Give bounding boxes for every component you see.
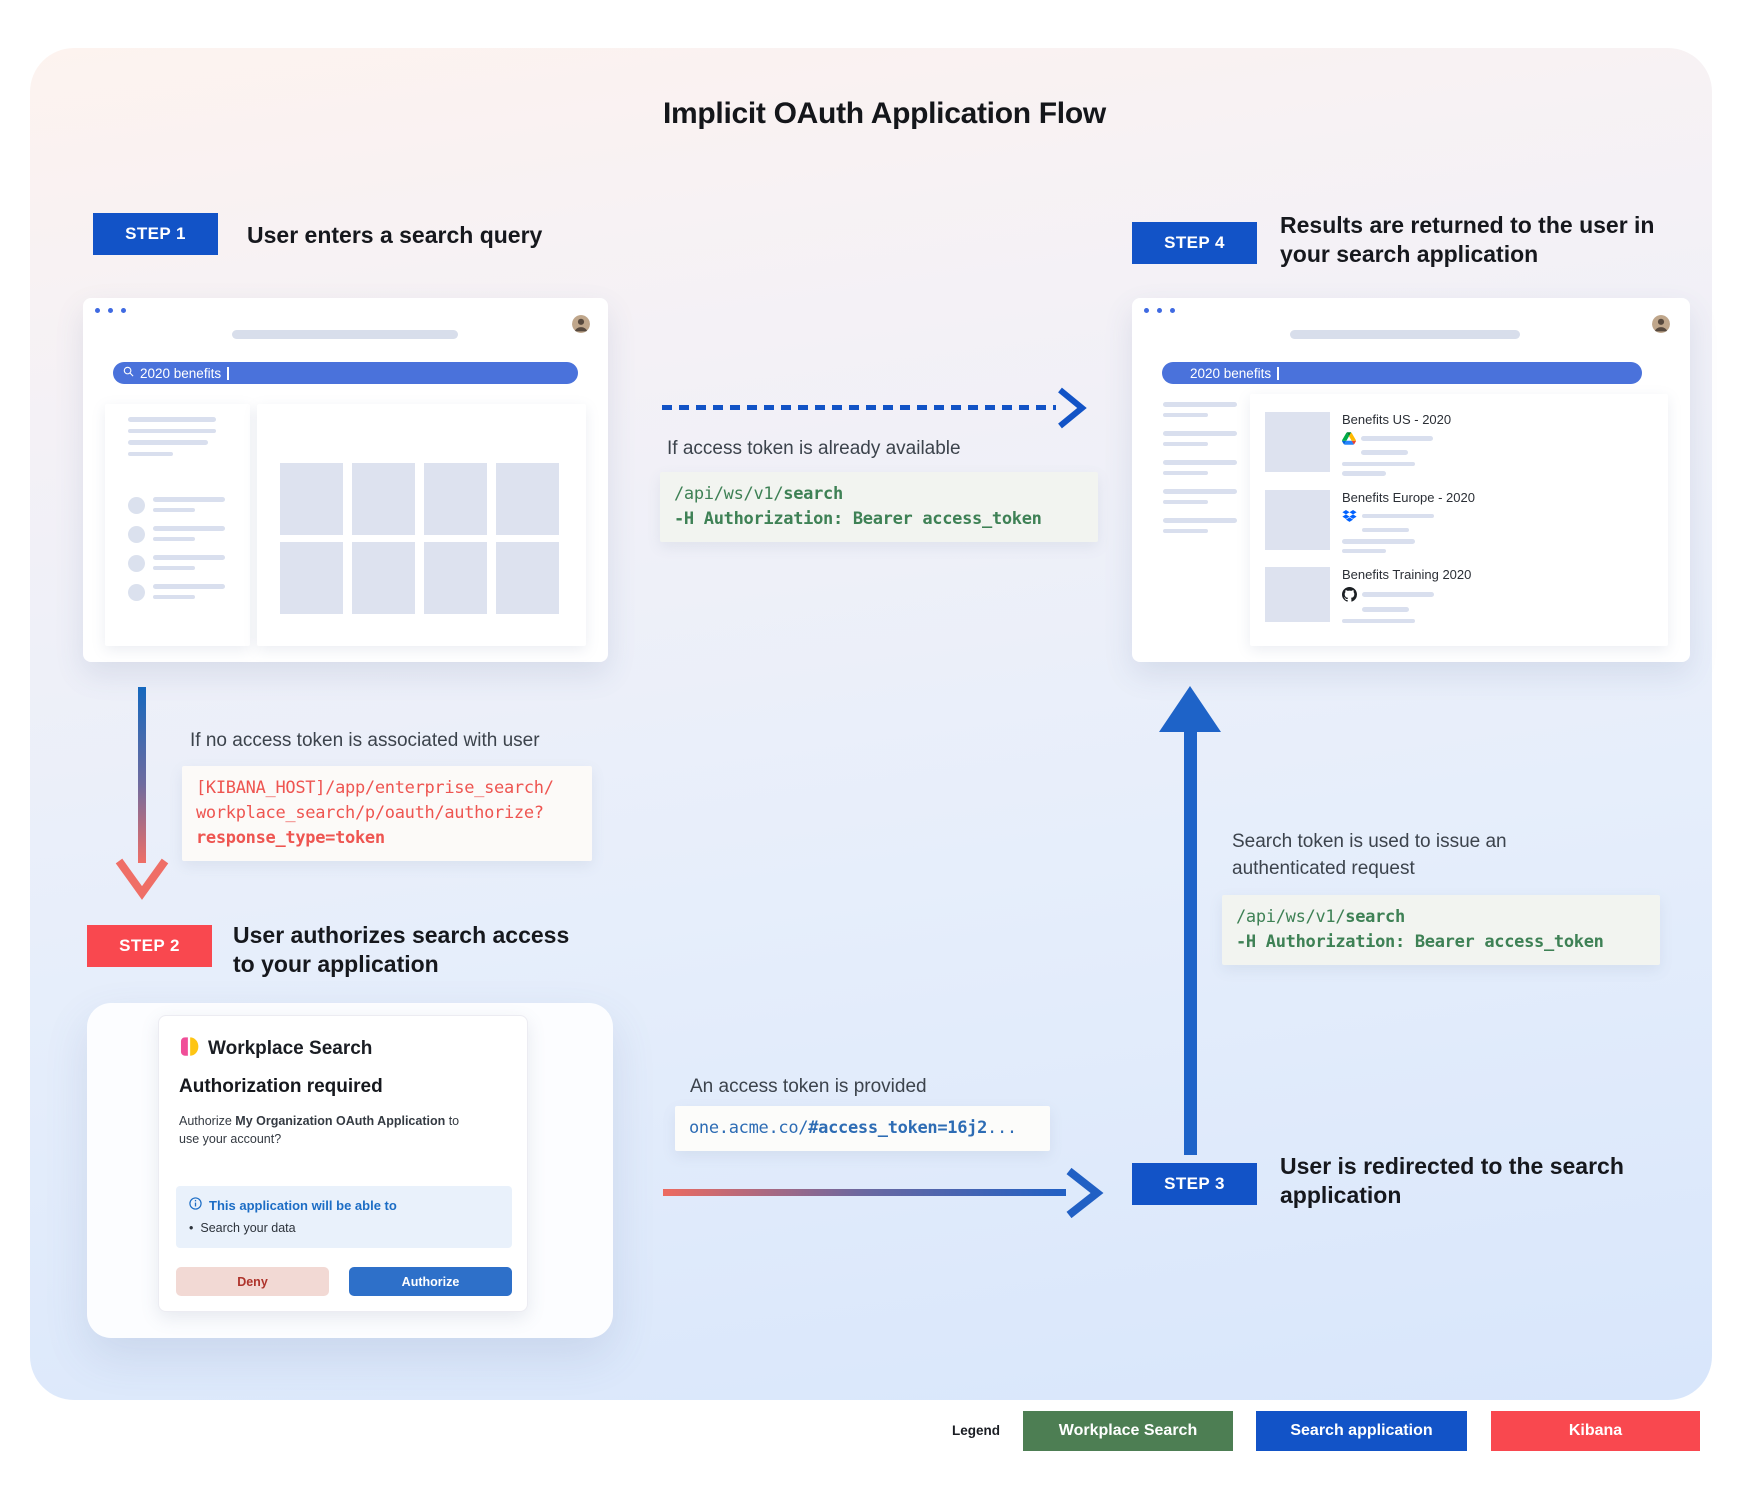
legend-kibana: Kibana	[1491, 1411, 1700, 1451]
info-icon	[189, 1197, 202, 1213]
deny-button[interactable]: Deny	[176, 1267, 329, 1296]
result-title: Benefits US - 2020	[1342, 412, 1452, 427]
result-thumbnail	[1265, 412, 1330, 472]
step-4-label: Results are returned to the user in your…	[1280, 212, 1655, 267]
text-caret	[227, 366, 229, 380]
code-authorize-url: [KIBANA_HOST]/app/enterprise_search/ wor…	[182, 766, 592, 861]
authorization-dialog: Workplace Search Authorization required …	[158, 1015, 528, 1312]
step-3-badge: STEP 3	[1132, 1163, 1257, 1205]
step-2-badge: STEP 2	[87, 925, 212, 967]
arrow-head-right-icon	[1066, 1167, 1104, 1219]
list-item	[128, 526, 250, 543]
annotation-token-provided: An access token is provided	[690, 1076, 927, 1097]
scope-item: Search your data	[200, 1221, 296, 1235]
workplace-search-logo-icon	[179, 1036, 200, 1062]
dropbox-icon	[1342, 509, 1357, 523]
step-4-badge: STEP 4	[1132, 222, 1257, 264]
result-title: Benefits Europe - 2020	[1342, 489, 1475, 505]
search-icon	[123, 364, 134, 382]
list-item	[128, 497, 250, 514]
list-item	[128, 584, 250, 601]
step-1-badge: STEP 1	[93, 213, 218, 255]
sidebar-skeleton	[105, 404, 250, 646]
step-3-label: User is redirected to the search applica…	[1280, 1153, 1624, 1208]
legend-title: Legend	[951, 1423, 1000, 1438]
address-bar-pill	[1290, 330, 1520, 339]
avatar	[1652, 315, 1670, 333]
result-row[interactable]: Benefits Europe - 2020	[1265, 489, 1668, 553]
arrow-head-up-icon	[1159, 686, 1221, 732]
result-row[interactable]: Benefits Training 2020	[1265, 567, 1668, 623]
dialog-heading: Authorization required	[179, 1076, 383, 1097]
dialog-body: Authorize My Organization OAuth Applicat…	[179, 1114, 460, 1146]
dialog-product-name: Workplace Search	[208, 1038, 373, 1059]
arrow-head-down-icon	[115, 858, 169, 900]
address-bar-pill	[232, 330, 458, 339]
code-search-api-2: /api/ws/v1/search -H Authorization: Bear…	[1222, 895, 1660, 965]
scope-title: This application will be able to	[209, 1197, 397, 1213]
avatar	[572, 315, 590, 333]
browser-window-results: 2020 benefits Benefits US - 2020	[1132, 298, 1690, 662]
google-drive-icon	[1342, 432, 1356, 445]
github-icon	[1342, 587, 1357, 602]
step-1-label: User enters a search query	[247, 222, 543, 248]
legend-search-application: Search application	[1256, 1411, 1467, 1451]
search-input[interactable]: 2020 benefits	[113, 362, 578, 384]
code-search-api: /api/ws/v1/search -H Authorization: Bear…	[660, 472, 1098, 542]
result-title: Benefits Training 2020	[1342, 567, 1472, 582]
annotation-no-token: If no access token is associated with us…	[190, 730, 540, 751]
results-panel: Benefits US - 2020 Benefits Europe - 20	[1250, 394, 1668, 646]
step-1-badge-label: STEP 1	[125, 224, 186, 243]
content-panel	[257, 404, 586, 646]
step-2-badge-label: STEP 2	[119, 936, 180, 955]
result-thumbnail	[1265, 489, 1330, 550]
annotation-token-used: Search token is used to issue an authent…	[1232, 831, 1507, 879]
annotation-token-available: If access token is already available	[667, 438, 961, 459]
step-3-badge-label: STEP 3	[1164, 1174, 1225, 1193]
search-query-text: 2020 benefits	[140, 365, 222, 381]
window-dots-icon	[1144, 308, 1175, 313]
result-thumbnail	[1265, 567, 1330, 622]
search-input[interactable]: 2020 benefits	[1162, 362, 1642, 384]
bullet-icon: •	[189, 1221, 194, 1235]
browser-window-search-app: 2020 benefits	[83, 298, 608, 662]
sidebar-skeleton	[1163, 402, 1237, 547]
text-caret	[1277, 366, 1279, 380]
list-item	[128, 555, 250, 572]
oauth-app-name: My Organization OAuth Application	[235, 1114, 446, 1128]
content-grid-skeleton	[280, 463, 559, 614]
result-row[interactable]: Benefits US - 2020	[1265, 412, 1668, 476]
dialog-scope-box: This application will be able to • Search…	[176, 1186, 512, 1248]
authorize-button[interactable]: Authorize	[349, 1267, 512, 1296]
step-2-label: User authorizes search access to your ap…	[233, 922, 570, 977]
search-query-text: 2020 benefits	[1190, 365, 1272, 381]
step-4-badge-label: STEP 4	[1164, 233, 1225, 252]
page-title: Implicit OAuth Application Flow	[663, 97, 1106, 130]
legend-workplace-search: Workplace Search	[1023, 1411, 1233, 1451]
arrow-head-right-icon	[1058, 387, 1087, 429]
code-redirect-url: one.acme.co/#access_token=16j2...	[675, 1106, 1050, 1151]
window-dots-icon	[95, 308, 126, 313]
